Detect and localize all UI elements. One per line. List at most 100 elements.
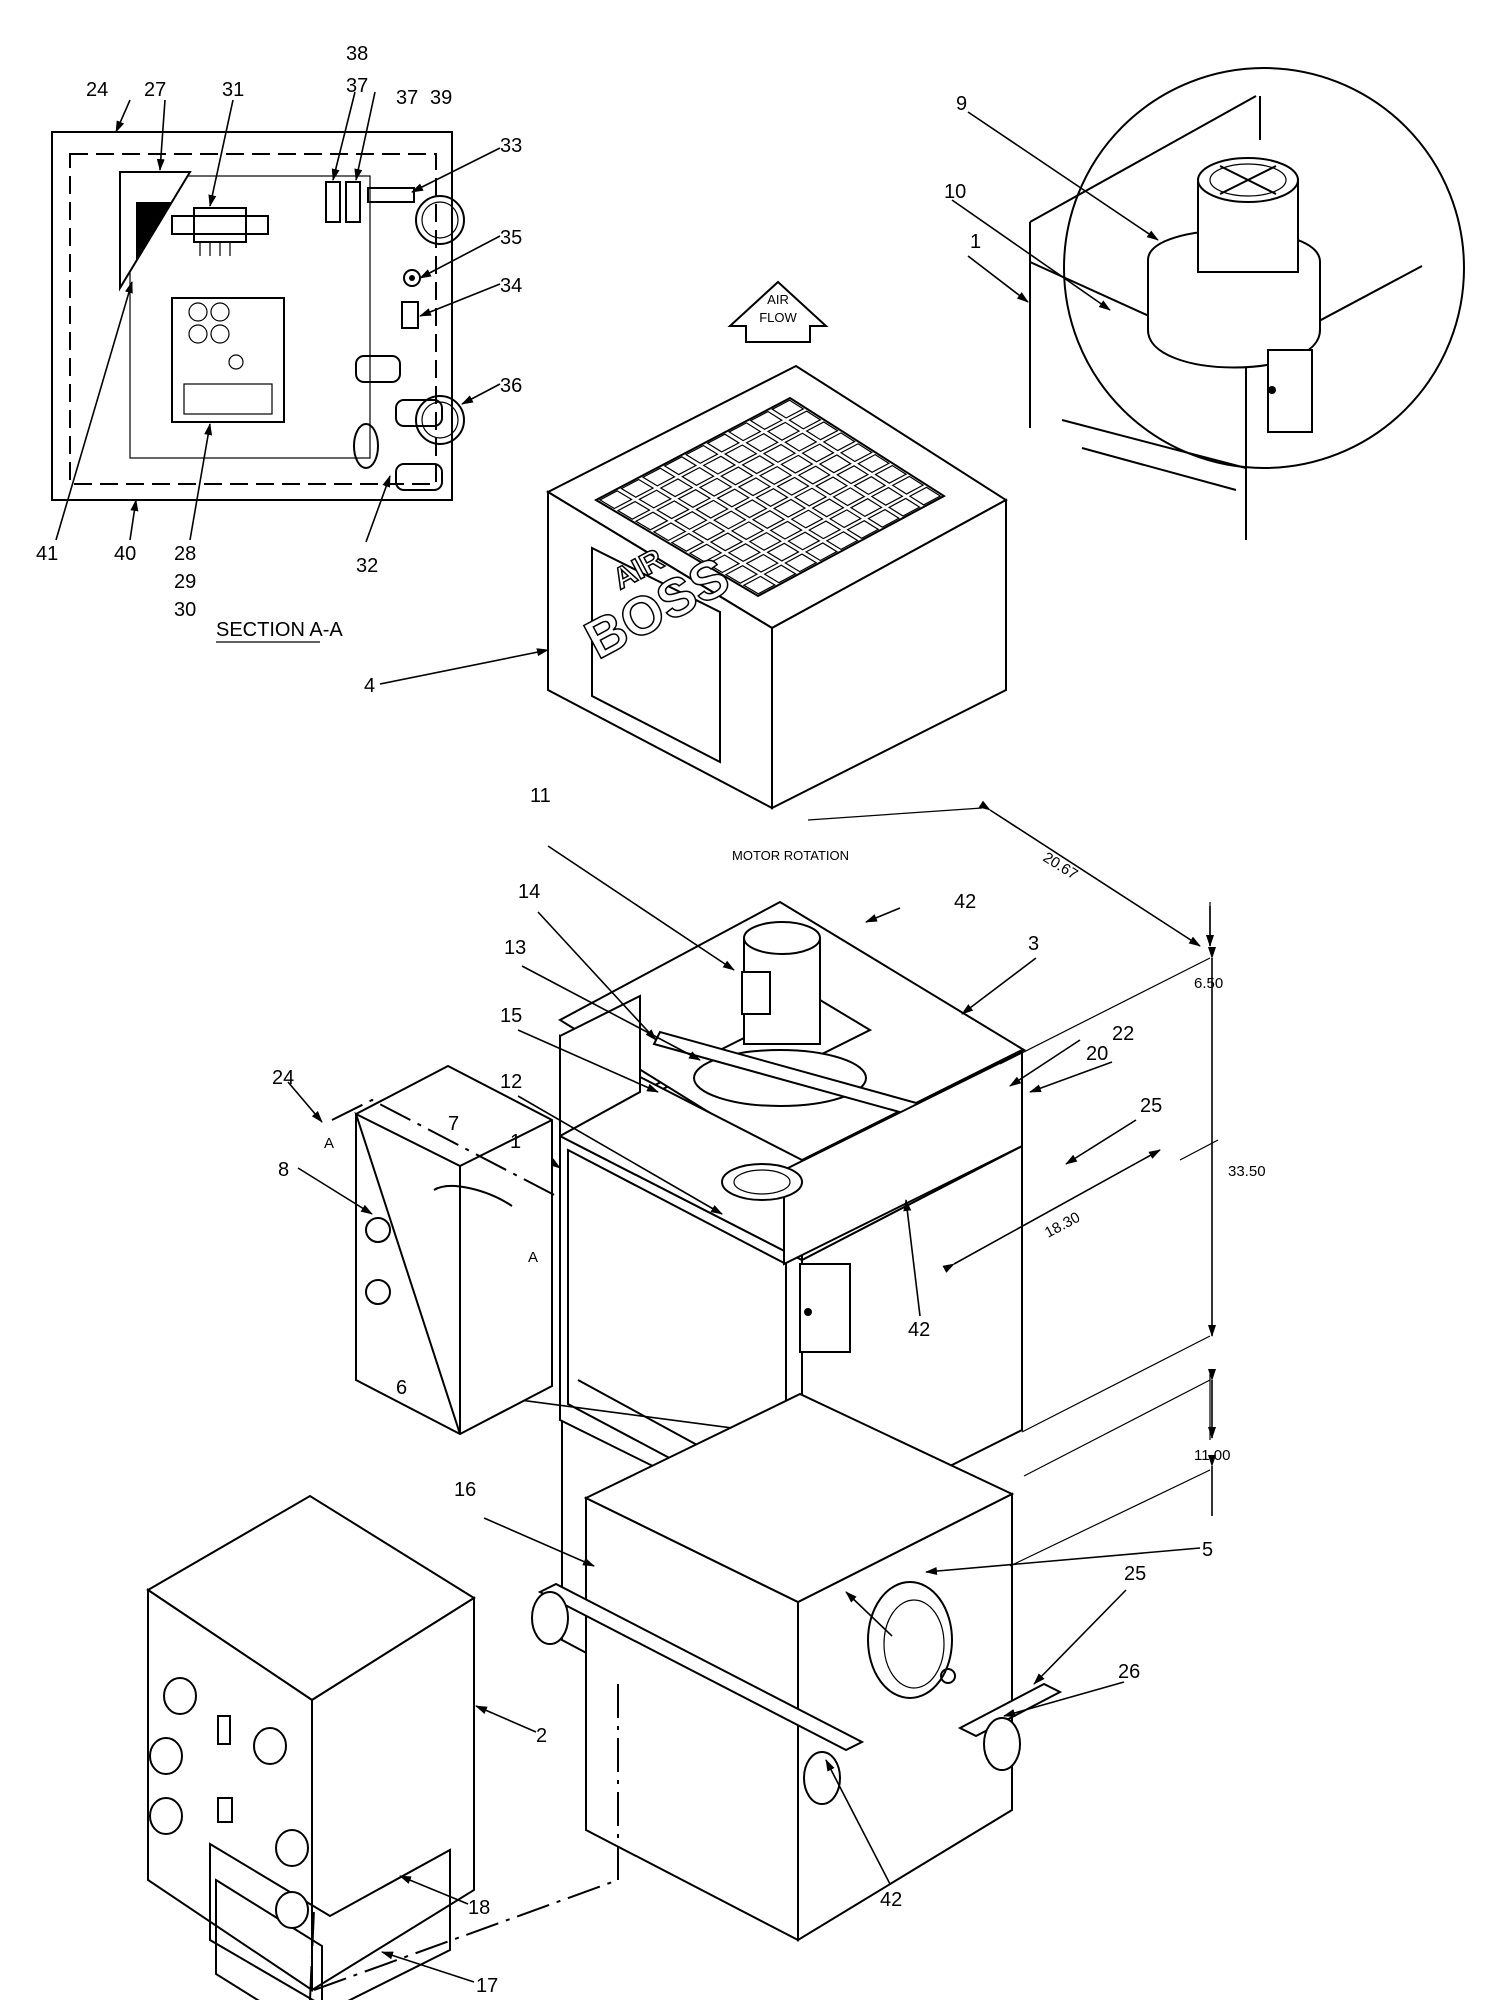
filter-grid-cell [742,575,777,595]
callout-39: 39 [430,87,452,109]
callout-15: 15 [500,1005,522,1027]
filter-module [146,1494,476,2000]
filter-grid-cell [874,464,908,484]
callout-5: 5 [1202,1539,1213,1561]
filter-grid-cell [716,488,750,508]
filter-grid-cell [776,476,810,496]
filter-grid-cell [616,500,651,520]
filter-grid-cell [891,475,925,495]
filter-grid-cell [620,478,655,498]
filter-grid-cell [870,486,904,506]
filter-grid-cell [758,465,793,485]
callout-35: 35 [500,227,522,249]
callout-18: 18 [468,1897,490,1919]
filter-grid-cell [857,453,891,474]
filter-grid-cell [724,565,759,584]
filter-grid-cell [709,532,744,552]
section-marker-a-1: A [324,1135,334,1152]
filter-grid-cell [788,410,822,430]
filter-grid-cell [825,531,859,551]
callout-numbers: 1 1 2 3 4 5 6 7 8 9 10 11 12 13 14 15 16… [36,43,1213,1997]
callout-29: 29 [174,571,196,593]
filter-grid-cell [745,553,779,573]
callout-24a: 24 [86,79,108,101]
filter-cover [545,364,1008,810]
callout-37b: 37 [396,87,418,109]
filter-grid-cell [734,499,768,519]
callout-27: 27 [144,79,166,101]
callout-14: 14 [518,881,540,903]
filter-grid-cell [766,542,800,562]
callout-28: 28 [174,543,196,565]
filter-grid-cell [766,421,801,441]
filter-grid-cell [772,498,807,518]
dim-18-30: 18.30 [1042,1209,1083,1242]
filter-grid-cell [811,498,845,518]
section-a-a-view [51,131,465,501]
base-leaders [483,1517,1201,1885]
callout-37a: 37 [346,75,368,97]
callout-36: 36 [500,375,522,397]
base-and-casters [531,1392,1063,1942]
callout-42a: 42 [954,891,976,913]
filter-grid-cell [749,410,783,430]
callout-17: 17 [476,1975,498,1997]
callout-25a: 25 [1140,1095,1162,1117]
filter-grid-cell [832,487,866,507]
callout-3: 3 [1028,933,1039,955]
filter-grid-cell [712,510,747,530]
callout-6: 6 [396,1377,407,1399]
callout-30: 30 [174,599,196,621]
dim-6-50: 6.50 [1194,975,1223,992]
filter-grid-cell [748,531,782,551]
callout-31: 31 [222,79,244,101]
air-flow-arrow [727,280,829,343]
filter-grid-cell [853,476,887,496]
filter-grid-cell [797,465,831,485]
control-box [354,1064,553,1436]
filter-grid-cell [673,510,708,530]
filter-grid-cell [720,466,754,486]
filter-grid-cell [695,499,729,519]
callout-41: 41 [36,543,58,565]
filter-grid [598,399,942,595]
filter-grid-cell [727,543,762,563]
section-a-a-leaders [55,91,501,543]
filter-grid-cell [688,543,723,563]
dim-33-50: 33.50 [1228,1163,1266,1180]
callout-1a: 1 [970,231,981,253]
callout-32: 32 [356,555,378,577]
filter-grid-cell [751,510,786,529]
filter-grid-cell [790,509,824,529]
callout-34: 34 [500,275,522,297]
filter-grid-cell [784,553,818,573]
callout-22: 22 [1112,1023,1134,1045]
dimension-values: 20.67 6.50 33.50 18.30 11.00 [1040,849,1266,1464]
filter-grid-cell [638,489,673,509]
filter-grid-cell [706,433,741,453]
filter-grid-cell [784,432,818,452]
filter-grid-cell [755,488,789,507]
callout-12: 12 [500,1071,522,1093]
callout-42c: 42 [880,1889,902,1911]
callout-7: 7 [448,1113,459,1135]
filter-grid-cell [836,465,870,485]
filter-grid-cell [839,443,873,463]
filter-grid-cell [745,433,779,453]
callout-9: 9 [956,93,967,115]
filter-grid-cell [763,564,797,584]
filter-grid-cell [663,456,698,476]
dimension-lines [807,800,1219,1567]
filter-grid-cell [691,521,726,541]
callout-26: 26 [1118,1661,1140,1683]
filter-grid-cell [887,497,921,517]
filter-grid-cell [815,476,849,496]
filter-grid-cell [805,421,839,441]
filter-grid-cell [659,478,694,498]
motor-rotation-label: MOTOR ROTATION [732,848,849,863]
filter-grid-cell [769,520,803,540]
filter-grid-cell [822,432,856,452]
filter-grid-cell [780,454,814,474]
callout-16: 16 [454,1479,476,1501]
blower-detail-view [1029,67,1465,540]
